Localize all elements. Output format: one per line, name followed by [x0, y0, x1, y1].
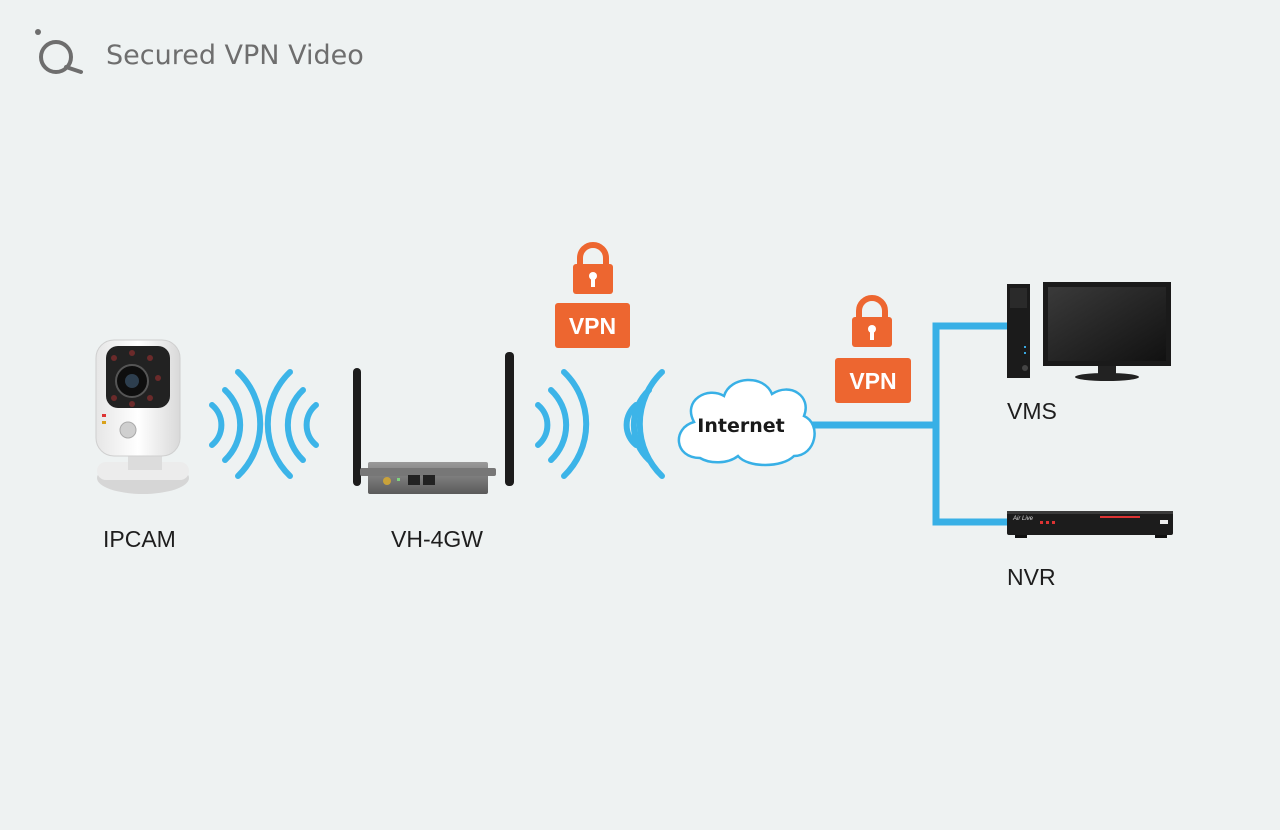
vpn-badge: VPN: [555, 303, 630, 348]
lock-icon: [573, 242, 613, 294]
internet-cloud: Internet: [677, 378, 816, 467]
router-device: [353, 352, 514, 494]
vms-device: [1007, 282, 1171, 381]
nvr-brand-logo: Air Live: [1012, 516, 1034, 522]
ring-logo-icon: [35, 29, 83, 74]
nvr-device: Air Live: [1007, 511, 1173, 538]
lock-icon: [852, 295, 892, 347]
ipcam-label: IPCAM: [103, 526, 176, 552]
vpn-badge-label: VPN: [569, 313, 616, 339]
vms-label: VMS: [1007, 398, 1057, 424]
router-label: VH-4GW: [391, 526, 483, 552]
internet-label: Internet: [697, 415, 784, 437]
vpn-badge-label: VPN: [849, 368, 896, 394]
ipcam-device: [95, 339, 189, 494]
network-links: [806, 322, 1012, 526]
nvr-label: NVR: [1007, 564, 1056, 590]
vpn-badge: VPN: [835, 358, 911, 403]
page-title: Secured VPN Video: [106, 40, 364, 71]
wifi-signal-icon: [209, 369, 665, 479]
